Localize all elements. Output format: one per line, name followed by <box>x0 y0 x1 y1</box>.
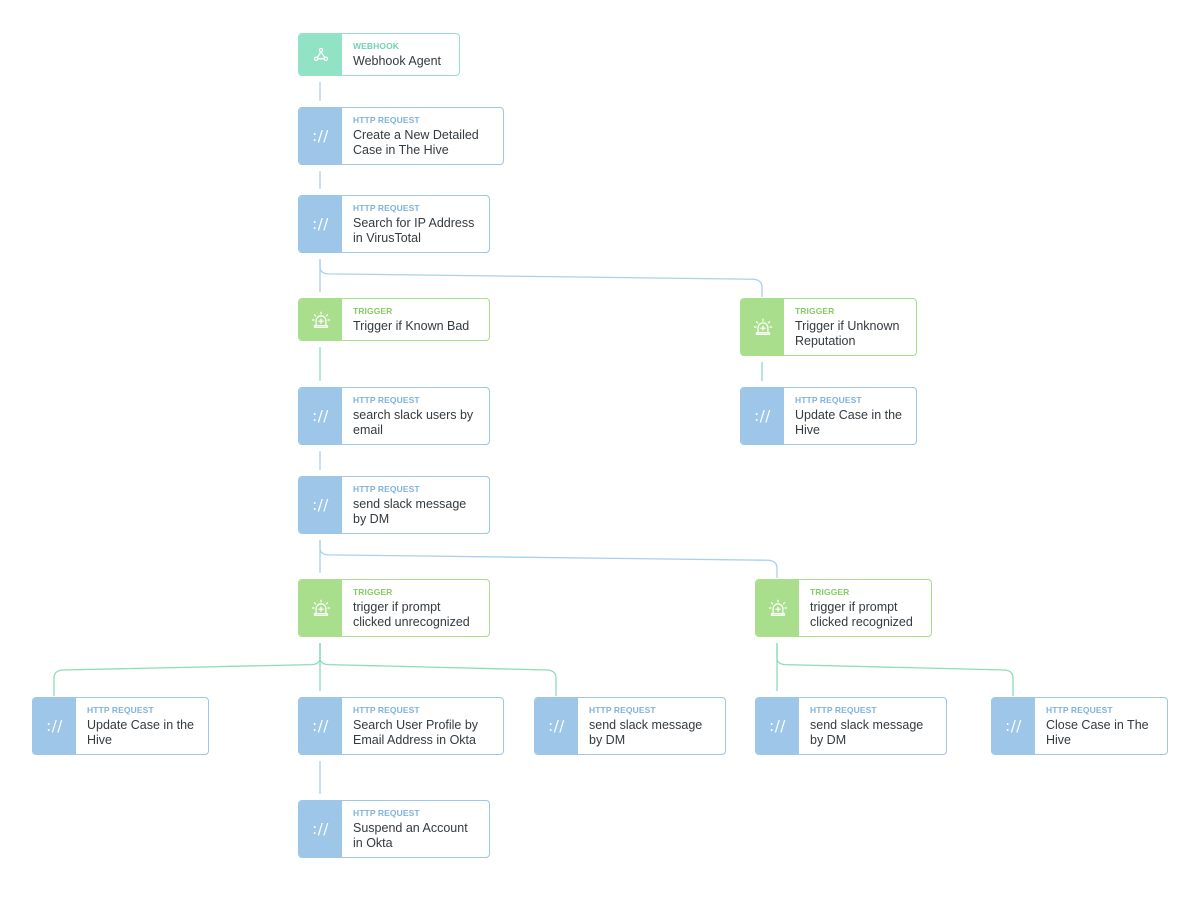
node-body: HTTP REQUEST send slack message by DM <box>799 698 946 754</box>
http-request-icon: :// <box>299 698 342 754</box>
action-node-n14[interactable]: :// HTTP REQUEST send slack message by DM <box>755 697 947 755</box>
http-request-icon: :// <box>299 388 342 444</box>
node-body: WEBHOOK Webhook Agent <box>342 34 459 75</box>
node-body: HTTP REQUEST Create a New Detailed Case i… <box>342 108 503 164</box>
node-type-label: HTTP REQUEST <box>1046 705 1113 715</box>
node-type-label: TRIGGER <box>353 587 393 597</box>
http-request-icon: :// <box>299 108 342 164</box>
edge-n9-to-n13 <box>319 643 557 696</box>
node-title: Search for IP Address in VirusTotal <box>353 216 475 245</box>
edge-n10-to-n15 <box>776 643 1014 696</box>
node-title: send slack message by DM <box>810 718 924 747</box>
node-title: trigger if prompt clicked unrecognized <box>353 600 470 629</box>
http-request-icon: :// <box>33 698 76 754</box>
node-title: Search User Profile by Email Address in … <box>353 718 479 747</box>
node-title: Trigger if Unknown Reputation <box>795 319 900 348</box>
node-type-label: HTTP REQUEST <box>795 395 862 405</box>
node-title: Update Case in the Hive <box>795 408 903 437</box>
action-node-n3[interactable]: :// HTTP REQUEST Search for IP Address in … <box>298 195 490 253</box>
node-title: Create a New Detailed Case in The Hive <box>353 128 479 157</box>
http-request-icon: :// <box>299 196 342 252</box>
node-type-label: HTTP REQUEST <box>353 705 420 715</box>
action-node-n11[interactable]: :// HTTP REQUEST Update Case in the Hive <box>32 697 209 755</box>
http-glyph: :// <box>548 717 565 735</box>
node-title: search slack users by email <box>353 408 474 437</box>
node-type-label: HTTP REQUEST <box>353 115 420 125</box>
siren-icon <box>299 299 342 340</box>
http-request-icon: :// <box>992 698 1035 754</box>
node-body: HTTP REQUEST send slack message by DM <box>342 477 489 533</box>
siren-icon <box>299 580 342 636</box>
action-node-n5[interactable]: TRIGGER Trigger if Unknown Reputation <box>740 298 917 356</box>
siren-icon <box>741 299 784 355</box>
http-request-icon: :// <box>756 698 799 754</box>
http-glyph: :// <box>312 717 329 735</box>
action-node-n8[interactable]: :// HTTP REQUEST send slack message by DM <box>298 476 490 534</box>
node-body: HTTP REQUEST Update Case in the Hive <box>784 388 916 444</box>
node-type-label: HTTP REQUEST <box>353 395 420 405</box>
node-title: Trigger if Known Bad <box>353 319 470 333</box>
http-request-icon: :// <box>299 801 342 857</box>
node-title: send slack message by DM <box>353 497 467 526</box>
node-type-label: HTTP REQUEST <box>87 705 154 715</box>
action-node-n13[interactable]: :// HTTP REQUEST send slack message by DM <box>534 697 726 755</box>
edge-n8-to-n10 <box>319 540 778 578</box>
edge-n9-to-n11 <box>53 643 321 696</box>
node-body: TRIGGER Trigger if Unknown Reputation <box>784 299 916 355</box>
node-type-label: TRIGGER <box>353 306 393 316</box>
node-type-label: HTTP REQUEST <box>353 808 420 818</box>
http-glyph: :// <box>1005 717 1022 735</box>
siren-icon <box>756 580 799 636</box>
node-body: TRIGGER Trigger if Known Bad <box>342 299 489 340</box>
node-body: HTTP REQUEST Suspend an Account in Okta <box>342 801 489 857</box>
node-body: HTTP REQUEST send slack message by DM <box>578 698 725 754</box>
node-type-label: TRIGGER <box>810 587 850 597</box>
action-node-n1[interactable]: WEBHOOK Webhook Agent <box>298 33 460 76</box>
node-type-label: HTTP REQUEST <box>353 484 420 494</box>
node-body: HTTP REQUEST Search for IP Address in Vir… <box>342 196 489 252</box>
node-type-label: HTTP REQUEST <box>589 705 656 715</box>
node-type-label: HTTP REQUEST <box>353 203 420 213</box>
http-glyph: :// <box>312 496 329 514</box>
node-body: HTTP REQUEST Search User Profile by Email… <box>342 698 503 754</box>
action-node-n12[interactable]: :// HTTP REQUEST Search User Profile by Em… <box>298 697 504 755</box>
http-glyph: :// <box>312 215 329 233</box>
http-request-icon: :// <box>741 388 784 444</box>
action-node-n16[interactable]: :// HTTP REQUEST Suspend an Account in Okt… <box>298 800 490 858</box>
node-title: Close Case in The Hive <box>1046 718 1149 747</box>
node-title: Suspend an Account in Okta <box>353 821 468 850</box>
http-glyph: :// <box>46 717 63 735</box>
http-request-icon: :// <box>299 477 342 533</box>
webhook-icon <box>299 34 342 75</box>
http-glyph: :// <box>312 820 329 838</box>
edge-n3-to-n5 <box>319 259 763 297</box>
node-type-label: WEBHOOK <box>353 41 400 51</box>
node-body: TRIGGER trigger if prompt clicked recogni… <box>799 580 931 636</box>
node-title: Update Case in the Hive <box>87 718 195 747</box>
node-title: trigger if prompt clicked recognized <box>810 600 913 629</box>
node-body: HTTP REQUEST search slack users by email <box>342 388 489 444</box>
http-glyph: :// <box>754 407 771 425</box>
action-node-n4[interactable]: TRIGGER Trigger if Known Bad <box>298 298 490 341</box>
node-body: HTTP REQUEST Update Case in the Hive <box>76 698 208 754</box>
node-type-label: HTTP REQUEST <box>810 705 877 715</box>
action-node-n9[interactable]: TRIGGER trigger if prompt clicked unrecog… <box>298 579 490 637</box>
node-body: HTTP REQUEST Close Case in The Hive <box>1035 698 1167 754</box>
node-body: TRIGGER trigger if prompt clicked unrecog… <box>342 580 489 636</box>
action-node-n15[interactable]: :// HTTP REQUEST Close Case in The Hive <box>991 697 1168 755</box>
action-node-n10[interactable]: TRIGGER trigger if prompt clicked recogni… <box>755 579 932 637</box>
node-title: Webhook Agent <box>353 54 442 68</box>
http-request-icon: :// <box>535 698 578 754</box>
node-title: send slack message by DM <box>589 718 703 747</box>
http-glyph: :// <box>312 127 329 145</box>
node-type-label: TRIGGER <box>795 306 835 316</box>
http-glyph: :// <box>312 407 329 425</box>
action-node-n2[interactable]: :// HTTP REQUEST Create a New Detailed Cas… <box>298 107 504 165</box>
http-glyph: :// <box>769 717 786 735</box>
action-node-n7[interactable]: :// HTTP REQUEST Update Case in the Hive <box>740 387 917 445</box>
action-node-n6[interactable]: :// HTTP REQUEST search slack users by ema… <box>298 387 490 445</box>
